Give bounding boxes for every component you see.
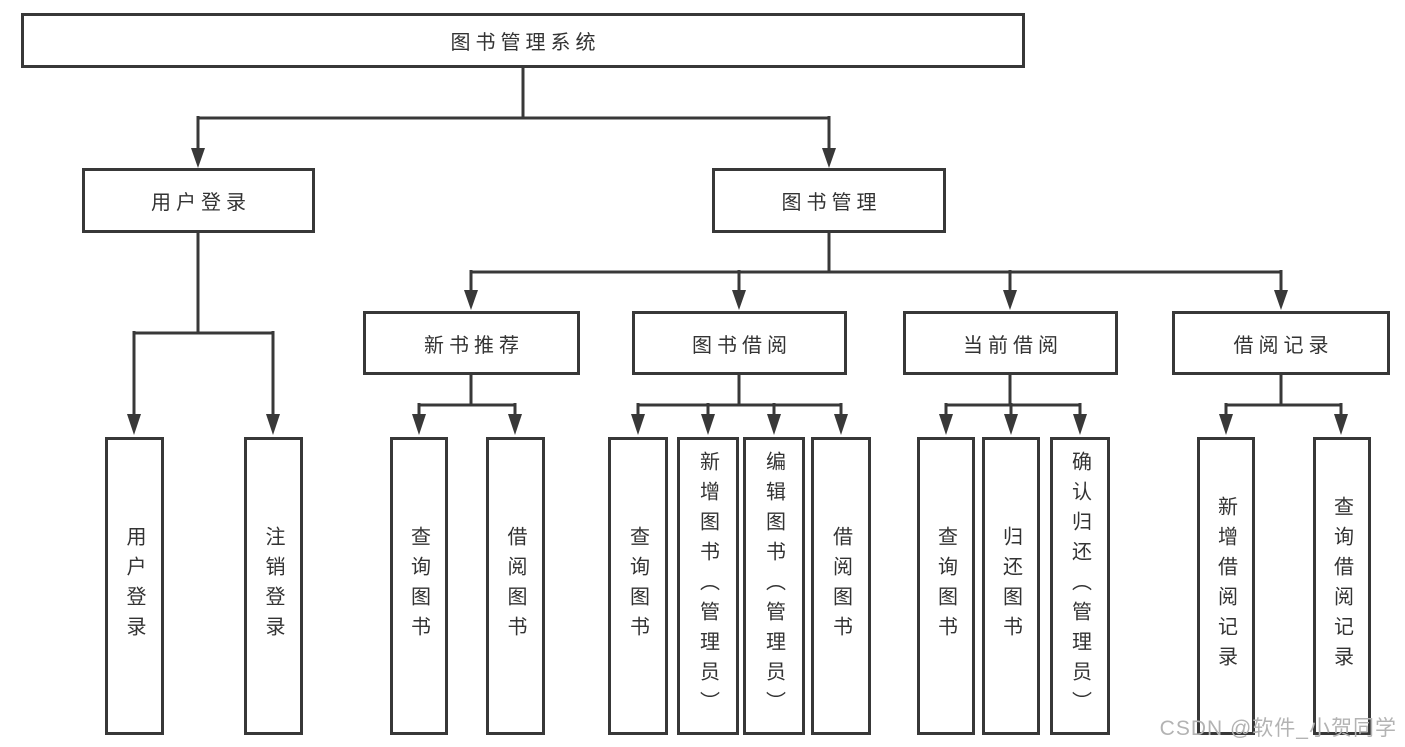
node-new-book-recommend: 新书推荐 [363,311,580,375]
leaf-user-login: 用户登录 [105,437,164,735]
node-root-label: 图书管理系统 [450,32,601,54]
node-current-borrow-label: 当前借阅 [963,334,1063,357]
leaf-logout-label: 注销登录 [262,526,284,646]
leaf-edit-book-admin: 编辑图书（管理员） [743,437,805,735]
leaf-add-borrow-record: 新增借阅记录 [1197,437,1255,735]
leaf-query-books: 查询图书 [390,437,448,735]
leaf-borrow-books: 借阅图书 [486,437,545,735]
connector-lines [132,66,1343,415]
leaf-logout: 注销登录 [244,437,303,735]
leaf-add-borrow-record-label: 新增借阅记录 [1214,496,1237,676]
connector-arrowheads [127,148,1348,435]
leaf-query-books-label: 查询图书 [626,526,649,646]
leaf-confirm-return-admin-label: 确认归还（管理员） [1068,451,1091,721]
csdn-watermark: CSDN @软件_小贺同学 [1159,717,1397,740]
node-user-login: 用户登录 [82,168,315,233]
node-borrow-record: 借阅记录 [1172,311,1390,375]
node-book-borrow-label: 图书借阅 [692,334,792,357]
leaf-add-book-admin: 新增图书（管理员） [677,437,739,735]
node-book-management-label: 图书管理 [781,192,882,214]
leaf-query-books: 查询图书 [608,437,668,735]
node-borrow-record-label: 借阅记录 [1233,334,1334,357]
leaf-query-borrow-record: 查询借阅记录 [1313,437,1371,735]
node-new-book-recommend-label: 新书推荐 [424,334,524,357]
leaf-add-book-admin-label: 新增图书（管理员） [696,451,719,721]
leaf-borrow-books-label: 借阅图书 [829,526,852,646]
node-current-borrow: 当前借阅 [903,311,1118,375]
leaf-borrow-books: 借阅图书 [811,437,871,735]
leaf-return-book-label: 归还图书 [999,526,1022,646]
node-book-borrow: 图书借阅 [632,311,847,375]
leaf-query-borrow-record-label: 查询借阅记录 [1330,496,1353,676]
node-root: 图书管理系统 [21,13,1025,68]
leaf-query-books-label: 查询图书 [407,526,430,646]
leaf-return-book: 归还图书 [982,437,1040,735]
node-user-login-label: 用户登录 [151,192,251,214]
leaf-query-books-label: 查询图书 [934,526,957,646]
leaf-edit-book-admin-label: 编辑图书（管理员） [762,451,785,721]
leaf-query-books: 查询图书 [917,437,975,735]
node-book-management: 图书管理 [712,168,946,233]
leaf-confirm-return-admin: 确认归还（管理员） [1050,437,1110,735]
leaf-user-login-label: 用户登录 [123,526,145,646]
leaf-borrow-books-label: 借阅图书 [504,526,526,646]
